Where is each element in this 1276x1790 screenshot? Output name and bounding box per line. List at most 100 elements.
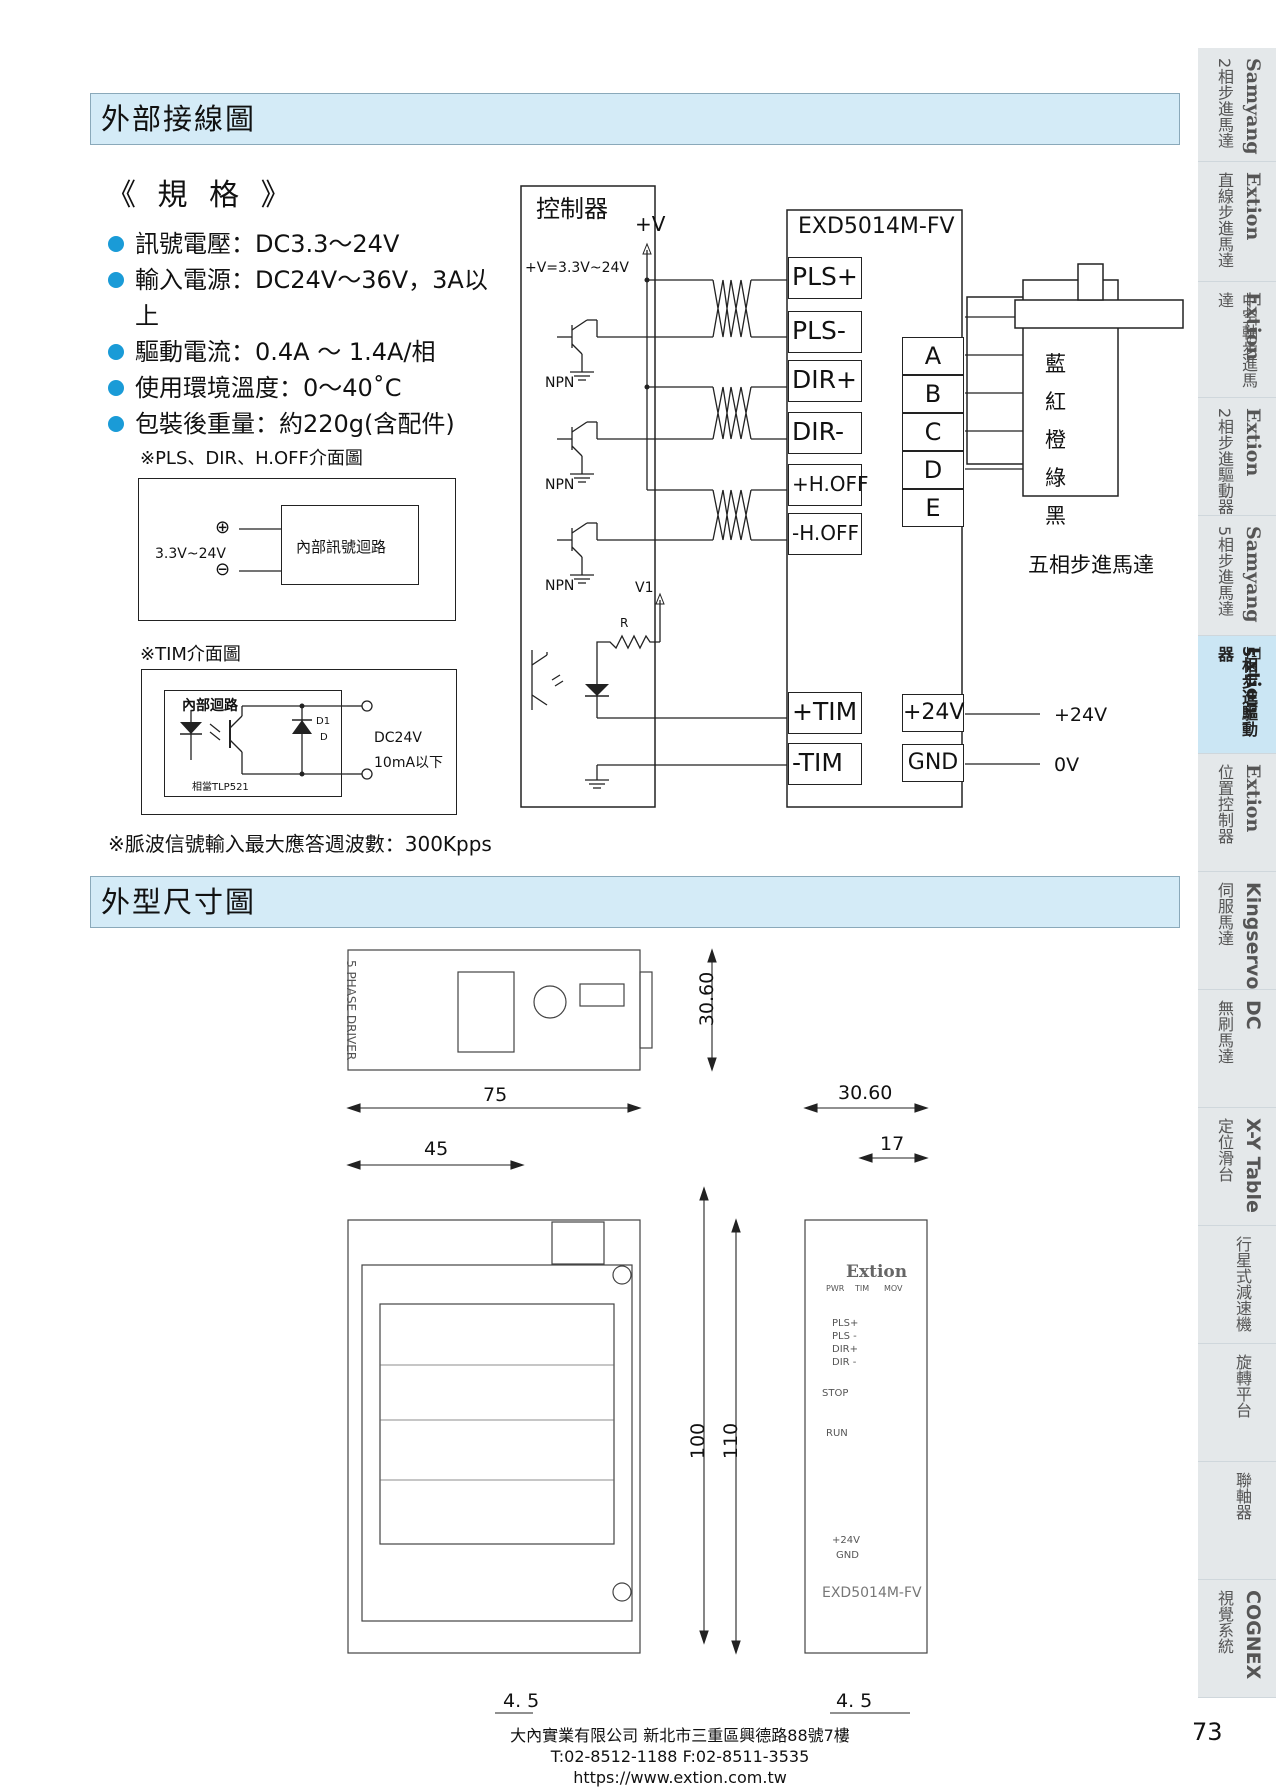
- pin-hoff-plus: +H.OFF: [788, 464, 869, 506]
- sidebar-brand: Samyang: [1242, 526, 1264, 623]
- sidebar-item[interactable]: X-Y Table 定位滑台: [1198, 1108, 1276, 1226]
- sidebar-brand: Samyang: [1242, 58, 1264, 155]
- sidebar-item[interactable]: DC 無刷馬達: [1198, 990, 1276, 1108]
- dim-hole-diameter: 4. 5: [503, 1690, 540, 1712]
- tim-interface-note: ※TIM介面圖: [140, 644, 241, 665]
- sidebar-label: 2相步進驅動器: [1215, 408, 1234, 515]
- dim-side-width: 30.60: [838, 1082, 893, 1104]
- sidebar-brand: Kingservo: [1242, 882, 1264, 990]
- side-pin-label: PLS+: [832, 1318, 859, 1329]
- sidebar-label: 伺服馬達: [1215, 882, 1234, 946]
- vrange-label: +V=3.3V~24V: [525, 260, 630, 276]
- led-label: PWR: [826, 1284, 845, 1293]
- tim-internal-circuit-box: [164, 690, 342, 797]
- npn-label: NPN: [545, 375, 575, 391]
- sidebar-item[interactable]: Extion 位置控制器: [1198, 754, 1276, 872]
- sidebar-item[interactable]: Extion 直線步進馬達: [1198, 162, 1276, 282]
- footer-url[interactable]: https://www.extion.com.tw: [573, 1768, 787, 1787]
- sidebar-brand: Extion: [1242, 646, 1264, 715]
- sidebar-label: 直線步進馬達: [1215, 172, 1234, 268]
- tim-current-label: 10mA以下: [374, 755, 444, 771]
- power-pin-gnd: GND: [902, 744, 964, 782]
- sidebar-brand: X-Y Table: [1242, 1118, 1264, 1213]
- pin-hoff-minus: -H.OFF: [788, 513, 862, 555]
- sidebar-item[interactable]: 行星式減速機: [1198, 1226, 1276, 1344]
- npn-label: NPN: [545, 477, 575, 493]
- sidebar-label: 行星式減速機: [1233, 1236, 1252, 1332]
- power-pin-24v: +24V: [902, 694, 964, 732]
- stop-label: STOP: [822, 1388, 849, 1399]
- sidebar-item[interactable]: Samyang 5相步進馬達: [1198, 516, 1276, 636]
- sidebar-brand: COGNEX: [1242, 1590, 1264, 1680]
- motor-pin-c: C: [902, 413, 964, 451]
- sidebar-brand: Extion: [1242, 764, 1264, 833]
- dim-hole-diameter-side: 4. 5: [836, 1690, 873, 1712]
- motor-label: 五相步進馬達: [1028, 553, 1154, 577]
- dim-side-hole: 17: [880, 1133, 905, 1155]
- sidebar-item[interactable]: COGNEX 視覺系統: [1198, 1580, 1276, 1698]
- controller-label: 控制器: [536, 195, 608, 223]
- wire-color-green: 綠: [1045, 466, 1066, 490]
- pin-tim-minus: -TIM: [788, 743, 862, 785]
- pin-pls-minus: PLS-: [788, 311, 862, 353]
- sidebar-item[interactable]: Extion 中空軸步進馬達: [1198, 282, 1276, 398]
- dim-top-height: 30.60: [696, 971, 719, 1027]
- spec-item: 包裝後重量：約220g(含配件): [108, 406, 508, 442]
- spec-item: 輸入電源：DC24V～36V，3A以上: [108, 262, 508, 334]
- side-power-label: GND: [836, 1550, 859, 1561]
- sidebar-label: 5相步進驅動器: [1215, 646, 1258, 738]
- driver-model-label: EXD5014M-FV: [798, 214, 955, 239]
- sidebar-item[interactable]: Kingservo 伺服馬達: [1198, 872, 1276, 990]
- motor-pin-e: E: [902, 489, 964, 527]
- tlp521-label: 相當TLP521: [192, 782, 249, 793]
- sidebar-item[interactable]: Extion 2相步進驅動器: [1198, 398, 1276, 516]
- sidebar-brand: Extion: [1242, 408, 1264, 477]
- motor-pin-a: A: [902, 337, 964, 375]
- tim-interface-diagram: 內部迴路 D1 D 相當TLP521 DC24V 10mA以下: [141, 669, 457, 815]
- wire-color-red: 紅: [1045, 390, 1066, 414]
- minus-terminal-icon: ⊖: [215, 559, 231, 580]
- led-label: TIM: [855, 1284, 870, 1293]
- resistor-label: R: [620, 616, 629, 630]
- sidebar-item[interactable]: 旋轉平台: [1198, 1344, 1276, 1462]
- side-pin-label: DIR -: [832, 1357, 857, 1368]
- top-view-label: 5 PHASE DRIVER: [344, 960, 358, 1061]
- sidebar-item-active[interactable]: Extion 5相步進驅動器: [1198, 636, 1276, 754]
- side-model-label: EXD5014M-FV: [822, 1585, 922, 1601]
- v1-label: V1: [635, 580, 654, 596]
- dim-height-inner: 100: [687, 1422, 710, 1460]
- sidebar-label: 2相步進馬達: [1215, 58, 1234, 149]
- vplus-label: +V: [635, 212, 666, 236]
- tim-circuit-symbol: [180, 700, 373, 780]
- brand-label: Extion: [846, 1262, 908, 1282]
- d1-label: D1: [316, 716, 331, 727]
- pls-voltage-label: 3.3V~24V: [155, 546, 226, 562]
- motor-pin-d: D: [902, 451, 964, 489]
- sidebar-brand: DC: [1242, 1000, 1264, 1030]
- dim-width: 75: [483, 1084, 508, 1106]
- tim-voltage-label: DC24V: [374, 730, 422, 746]
- wiring-diagram-lines: [520, 185, 1184, 808]
- run-label: RUN: [826, 1428, 848, 1439]
- side-pin-label: PLS -: [832, 1331, 857, 1342]
- wiring-section-title: 外部接線圖: [90, 93, 1180, 145]
- spec-title: 《 規 格 》: [106, 178, 297, 213]
- sidebar-label: 位置控制器: [1215, 764, 1234, 844]
- sidebar-label: 無刷馬達: [1215, 1000, 1234, 1064]
- page-number: 73: [1192, 1718, 1223, 1746]
- wire-color-black: 黑: [1045, 504, 1066, 528]
- sidebar-label: 聯軸器: [1233, 1472, 1252, 1520]
- pulse-frequency-note: ※脈波信號輸入最大應答週波數：300Kpps: [108, 832, 492, 856]
- sidebar-item[interactable]: Samyang 2相步進馬達: [1198, 48, 1276, 162]
- dimension-drawing: [346, 948, 929, 1714]
- spec-item: 訊號電壓：DC3.3～24V: [108, 226, 508, 262]
- wire-color-blue: 藍: [1045, 352, 1066, 376]
- sidebar-item[interactable]: 聯軸器: [1198, 1462, 1276, 1580]
- spec-item: 驅動電流：0.4A ～ 1.4A/相: [108, 334, 508, 370]
- pin-pls-plus: PLS+: [788, 257, 862, 299]
- dimension-section-title: 外型尺寸圖: [90, 876, 1180, 928]
- sidebar-label: 定位滑台: [1215, 1118, 1234, 1182]
- side-pin-label: DIR+: [832, 1344, 858, 1355]
- internal-signal-circuit-box: 內部訊號迴路: [281, 505, 419, 585]
- sidebar-label: 視覺系統: [1215, 1590, 1234, 1654]
